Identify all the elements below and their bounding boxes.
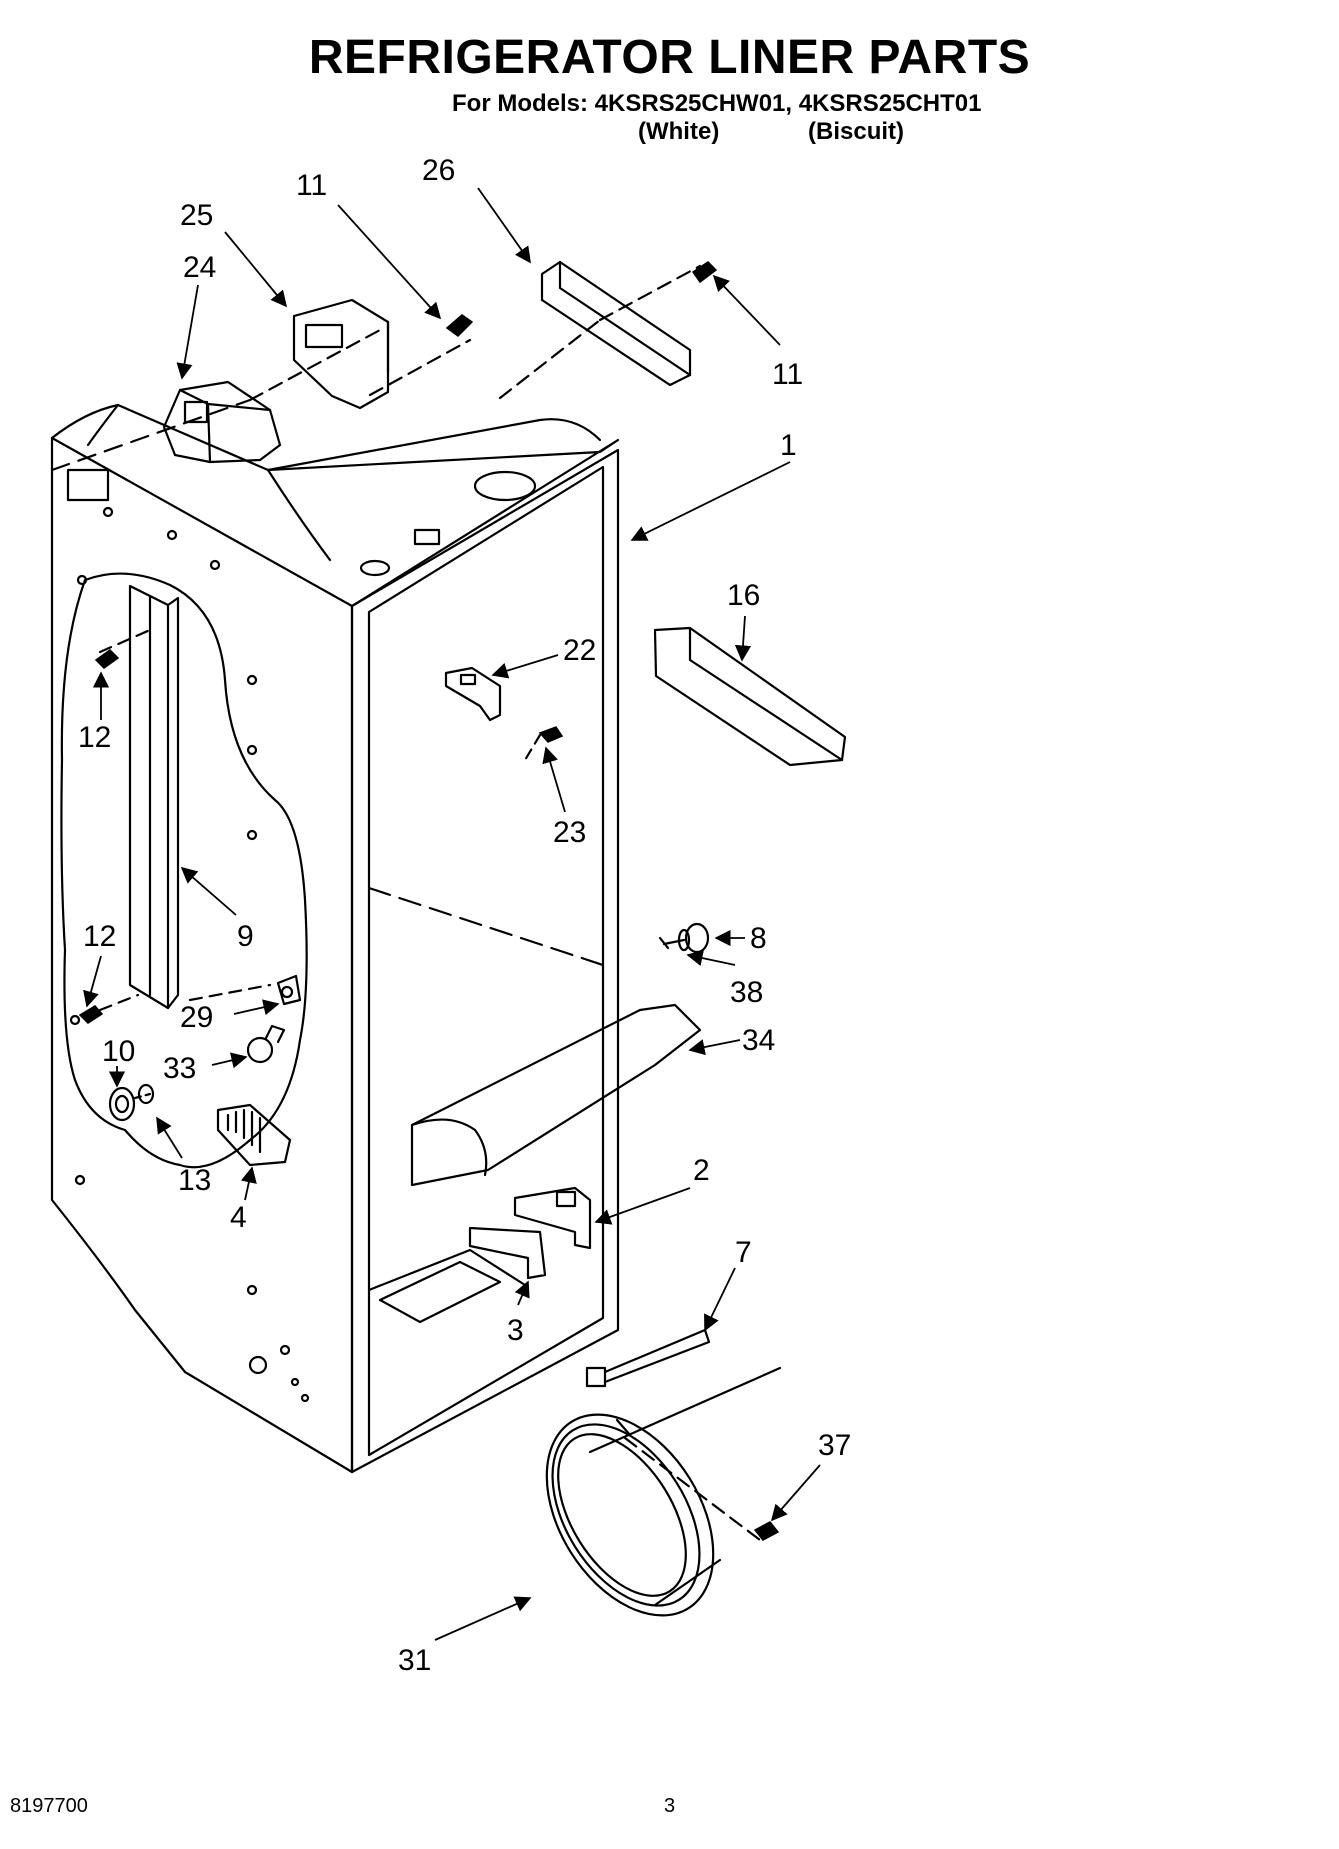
callout-12-lower: 12 <box>83 920 116 953</box>
callout-8: 8 <box>750 922 767 955</box>
leader-7 <box>704 1267 736 1332</box>
leader-29 <box>233 999 280 1016</box>
callout-3: 3 <box>507 1314 524 1347</box>
refrigerator-liner-body <box>50 403 620 1474</box>
callout-12-upper: 12 <box>78 721 111 754</box>
screw-11-upper <box>445 314 474 337</box>
light-socket <box>276 974 302 1006</box>
bracket-3 <box>468 1226 547 1280</box>
leader-13 <box>156 1116 183 1159</box>
leader-23 <box>542 746 566 813</box>
control-housing-bracket <box>292 298 390 410</box>
screw-23 <box>538 726 564 743</box>
control-housing <box>162 380 282 464</box>
screw-12-upper <box>94 649 120 669</box>
shelf-ladder-rail <box>128 584 180 1010</box>
leader-3 <box>514 1280 530 1306</box>
leader-38 <box>686 950 736 966</box>
leader-11a <box>337 204 442 320</box>
air-grille <box>216 1103 292 1167</box>
leader-22 <box>491 654 559 679</box>
leader-24 <box>176 284 199 380</box>
page-title: REFRIGERATOR LINER PARTS <box>308 31 1031 84</box>
leader-25 <box>224 231 288 308</box>
control-knob <box>108 1083 155 1122</box>
leader-37 <box>770 1464 821 1522</box>
crisper-deflector <box>410 1003 702 1187</box>
leader-26 <box>477 187 531 264</box>
tubing-coil <box>545 1366 782 1617</box>
callout-37: 37 <box>818 1429 851 1462</box>
callout-2: 2 <box>693 1154 710 1187</box>
callout-34: 34 <box>742 1024 775 1057</box>
bracket-22 <box>444 666 502 722</box>
models-line: For Models: 4KSRS25CHW01, 4KSRS25CHT01 <box>452 90 982 117</box>
callout-31: 31 <box>398 1644 431 1677</box>
callout-1: 1 <box>780 429 797 462</box>
screw-37 <box>753 1521 780 1541</box>
callout-22: 22 <box>563 634 596 667</box>
callout-7: 7 <box>735 1236 752 1269</box>
leader-1 <box>630 461 791 541</box>
callout-16: 16 <box>727 579 760 612</box>
leader-33 <box>211 1052 248 1069</box>
leader-31 <box>434 1596 532 1641</box>
crisper-cover-support <box>653 626 847 767</box>
leader-16 <box>734 615 752 662</box>
leader-11b <box>712 274 781 346</box>
roller-assembly <box>658 922 710 954</box>
callout-38: 38 <box>730 976 763 1009</box>
screw-11-right <box>691 261 718 284</box>
callout-11-top: 11 <box>296 169 327 202</box>
page-number: 3 <box>664 1795 676 1817</box>
callout-29: 29 <box>180 1001 213 1034</box>
leader-4 <box>240 1166 257 1201</box>
leader-34 <box>688 1039 741 1056</box>
callout-23: 23 <box>553 816 586 849</box>
screw-12-lower <box>78 1005 104 1024</box>
callout-25: 25 <box>180 199 213 232</box>
callout-24: 24 <box>183 251 216 284</box>
callout-11-right: 11 <box>772 358 803 391</box>
light-bulb <box>246 1024 286 1064</box>
callout-4: 4 <box>230 1201 247 1234</box>
callout-10: 10 <box>102 1035 135 1068</box>
cable-tie <box>585 1328 711 1388</box>
leader-9 <box>180 866 237 916</box>
top-trim-piece <box>540 260 692 387</box>
bracket-2 <box>513 1186 592 1250</box>
leader-2 <box>594 1187 691 1225</box>
model-color-biscuit: (Biscuit) <box>808 118 904 145</box>
callout-9: 9 <box>237 920 254 953</box>
leader-12b <box>83 955 102 1008</box>
model-color-white: (White) <box>638 118 720 145</box>
document-number: 8197700 <box>10 1795 88 1817</box>
callout-26: 26 <box>422 154 455 187</box>
callout-33: 33 <box>163 1052 196 1085</box>
callout-13: 13 <box>178 1164 211 1197</box>
